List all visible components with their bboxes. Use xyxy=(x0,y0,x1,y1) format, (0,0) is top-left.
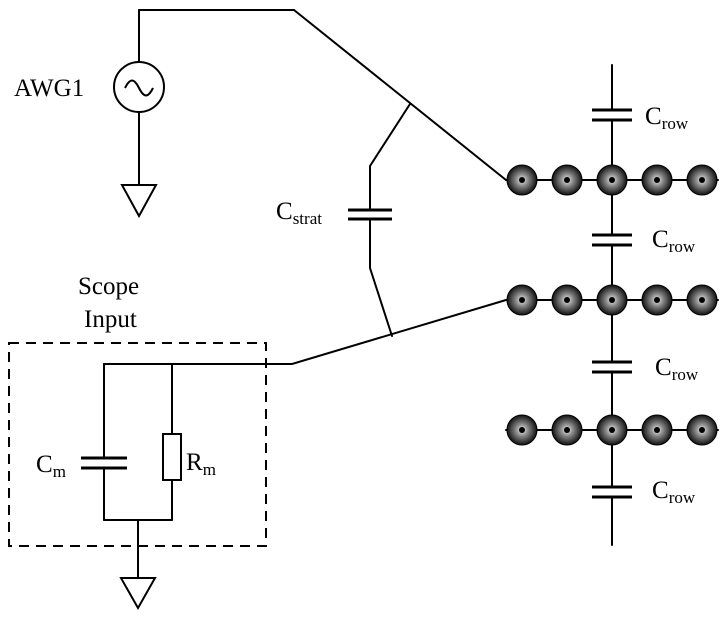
c-row-label: Crow xyxy=(652,226,696,256)
ground-symbol xyxy=(119,577,157,611)
c-row-capacitor-2: Crow xyxy=(592,226,696,256)
electrode-array: Crow Crow Crow Crow xyxy=(505,64,719,546)
scope-title-line1: Scope xyxy=(78,273,139,300)
c-row-label: Crow xyxy=(652,477,696,507)
rm-resistor xyxy=(162,433,182,481)
c-row-label: Crow xyxy=(645,103,689,133)
electrode-row-1 xyxy=(506,164,718,196)
electrode-row-3 xyxy=(506,414,718,446)
scope-title-line2: Input xyxy=(84,306,137,333)
source-wire xyxy=(293,9,507,181)
ground-symbol xyxy=(120,184,158,219)
c-row-capacitor-3: Crow xyxy=(592,354,699,384)
scope-input: Scope Input Cm Rm xyxy=(8,273,267,611)
sine-wave-icon xyxy=(124,79,154,97)
rm-label: Rm xyxy=(186,449,216,479)
awg-source: AWG1 xyxy=(14,9,295,219)
c-strat-branch: Cstrat xyxy=(276,103,411,337)
c-strat-label: Cstrat xyxy=(276,198,322,228)
awg-label: AWG1 xyxy=(14,75,84,102)
scope-wire xyxy=(103,299,507,365)
c-row-capacitor-1: Crow xyxy=(592,103,689,133)
c-row-label: Crow xyxy=(655,354,699,384)
c-row-capacitor-4: Crow xyxy=(592,477,696,507)
cm-label: Cm xyxy=(36,451,66,481)
electrode-row-2 xyxy=(506,284,718,316)
scope-input-box xyxy=(8,342,267,547)
